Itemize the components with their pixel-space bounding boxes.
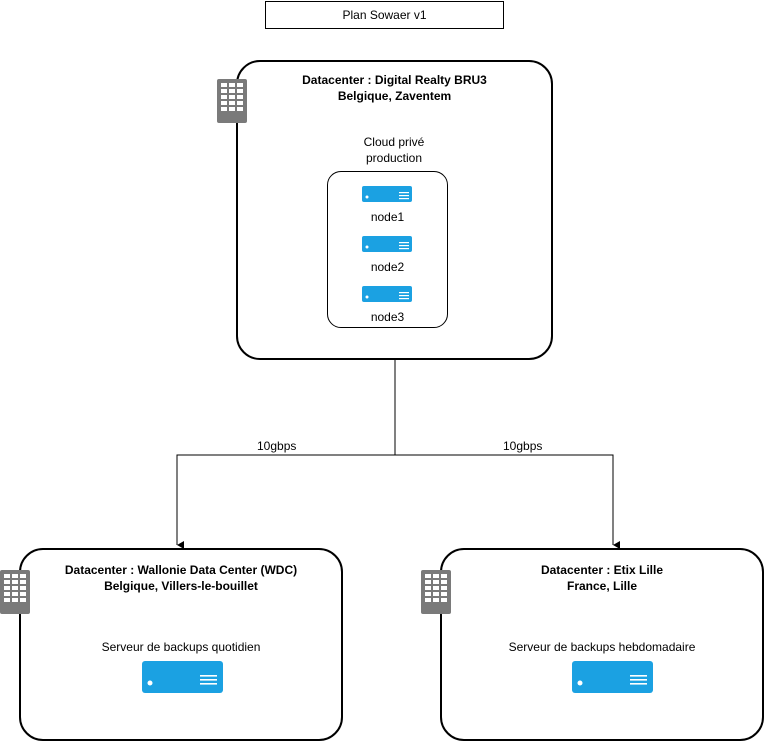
backup-daily-location: Belgique, Villers-le-bouillet xyxy=(104,579,258,593)
backup-daily-header: Datacenter : Wallonie Data Center (WDC) … xyxy=(21,562,341,594)
cluster-label-line1: Cloud privé xyxy=(363,135,425,149)
backup-daily-server-label: Serveur de backups quotidien xyxy=(101,640,261,654)
backup-weekly-header: Datacenter : Etix Lille France, Lille xyxy=(442,562,762,594)
main-datacenter-name: Datacenter : Digital Realty BRU3 xyxy=(302,73,487,87)
diagram-title: Plan Sowaer v1 xyxy=(265,1,504,29)
main-datacenter-header: Datacenter : Digital Realty BRU3 Belgiqu… xyxy=(238,72,551,104)
backup-weekly-location: France, Lille xyxy=(566,579,638,593)
backup-datacenter-daily: Datacenter : Wallonie Data Center (WDC) … xyxy=(19,548,343,741)
link-right-label: 10gbps xyxy=(501,439,545,453)
backup-datacenter-weekly: Datacenter : Etix Lille France, Lille Se… xyxy=(440,548,764,741)
server-icon xyxy=(572,661,653,693)
backup-weekly-server-label: Serveur de backups hebdomadaire xyxy=(508,640,696,654)
server-icon xyxy=(142,661,223,693)
server-icon xyxy=(362,236,412,252)
link-left-label: 10gbps xyxy=(255,439,299,453)
main-datacenter: Datacenter : Digital Realty BRU3 Belgiqu… xyxy=(236,60,553,360)
node-label-3: node3 xyxy=(370,310,405,324)
link-right-line xyxy=(395,454,620,549)
backup-daily-name: Datacenter : Wallonie Data Center (WDC) xyxy=(64,563,298,577)
datacenter-icon xyxy=(0,570,30,614)
main-datacenter-location: Belgique, Zaventem xyxy=(337,89,452,103)
datacenter-icon xyxy=(421,570,451,614)
server-icon xyxy=(362,286,412,302)
backup-weekly-name: Datacenter : Etix Lille xyxy=(540,563,664,577)
cluster-label-line2: production xyxy=(365,151,423,165)
link-left-line xyxy=(176,359,396,549)
diagram-title-text: Plan Sowaer v1 xyxy=(342,8,427,22)
cluster-label: Cloud privé production xyxy=(326,134,462,166)
node-label-2: node2 xyxy=(370,260,405,274)
node-label-1: node1 xyxy=(370,210,405,224)
datacenter-icon xyxy=(217,79,247,123)
private-cloud-cluster: node1 node2 node3 xyxy=(327,171,448,328)
server-icon xyxy=(362,186,412,202)
